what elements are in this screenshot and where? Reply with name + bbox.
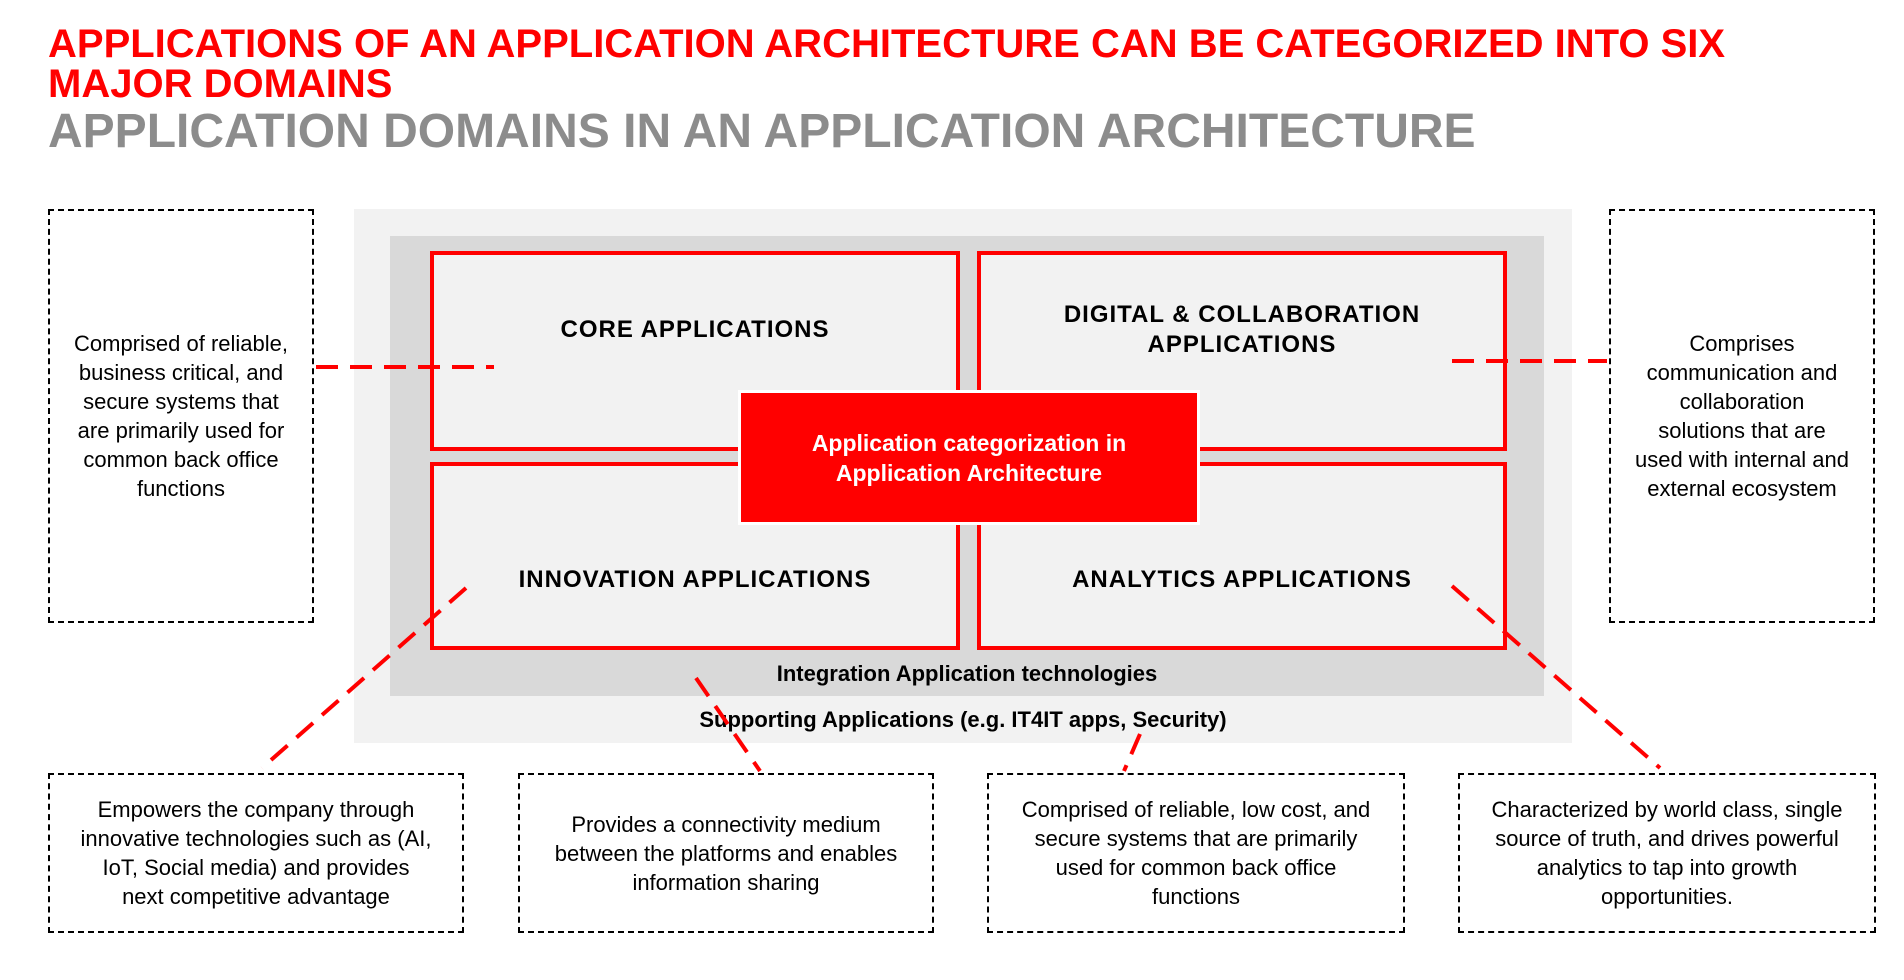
- innovation-applications-label: INNOVATION APPLICATIONS: [518, 566, 872, 593]
- analytics-description-text: Characterized by world class, single sou…: [1491, 797, 1843, 909]
- integration-label: Integration Application technologies: [776, 661, 1158, 686]
- digital-collaboration-applications-label: DIGITAL & COLLABORATION APPLICATIONS: [1063, 301, 1421, 358]
- digital-description-note: Comprises communication and collaboratio…: [1609, 209, 1875, 623]
- digital-description-text: Comprises communication and collaboratio…: [1634, 331, 1850, 501]
- supporting-label: Supporting Applications (e.g. IT4IT apps…: [699, 707, 1227, 732]
- center-categorization-box: Application categorization in Applicatio…: [738, 390, 1200, 525]
- page-title: APPLICATIONS OF AN APPLICATION ARCHITECT…: [48, 22, 1726, 106]
- integration-description-text: Provides a connectivity medium between t…: [554, 811, 898, 895]
- analytics-applications-box: ANALYTICS APPLICATIONS: [977, 462, 1507, 650]
- supporting-description-note: Comprised of reliable, low cost, and sec…: [987, 773, 1405, 933]
- center-categorization-label: Application categorization in Applicatio…: [811, 429, 1127, 486]
- core-description-note: Comprised of reliable, business critical…: [48, 209, 314, 623]
- analytics-applications-label: ANALYTICS APPLICATIONS: [1072, 566, 1412, 593]
- core-description-text: Comprised of reliable, business critical…: [74, 331, 288, 501]
- analytics-description-note: Characterized by world class, single sou…: [1458, 773, 1876, 933]
- page-subtitle: APPLICATION DOMAINS IN AN APPLICATION AR…: [48, 105, 1476, 158]
- innovation-description-note: Empowers the company through innovative …: [48, 773, 464, 933]
- innovation-description-text: Empowers the company through innovative …: [80, 797, 432, 909]
- supporting-description-text: Comprised of reliable, low cost, and sec…: [1021, 797, 1371, 909]
- integration-description-note: Provides a connectivity medium between t…: [518, 773, 934, 933]
- core-applications-label: CORE APPLICATIONS: [560, 316, 830, 343]
- digital-collaboration-applications-box: DIGITAL & COLLABORATION APPLICATIONS: [977, 251, 1507, 451]
